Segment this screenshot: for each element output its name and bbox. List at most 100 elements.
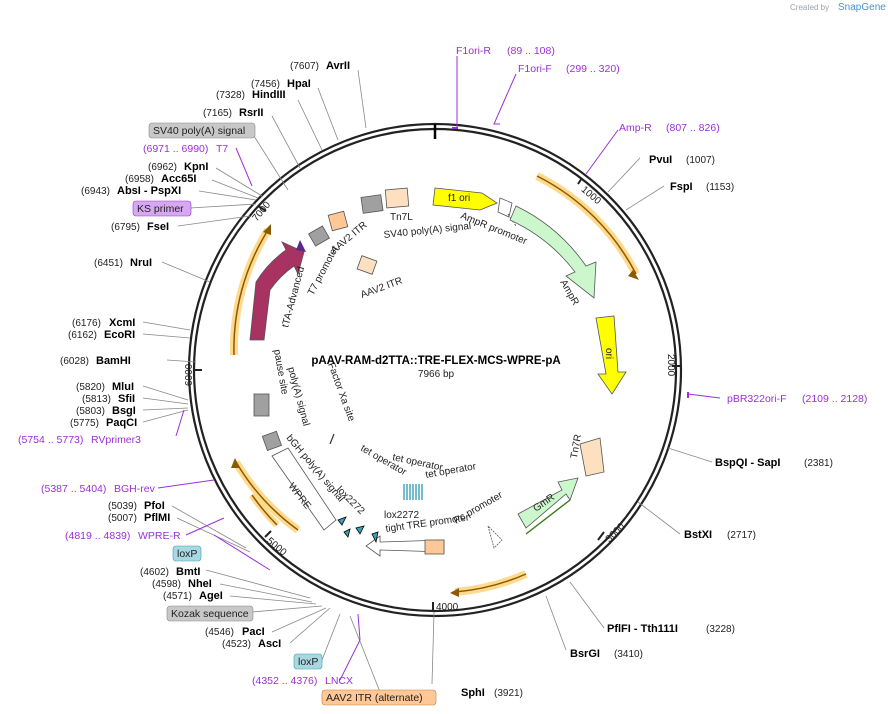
site-paci-name: PacI (242, 626, 265, 638)
polya-label: poly(A) signal (285, 366, 311, 427)
tn7l-label: Tn7L (390, 212, 413, 223)
site-agei-pos: (4571) (163, 591, 192, 602)
primer-f1ori-f-range: (299 .. 320) (566, 63, 620, 75)
primer-bgh-rev-name: BGH-rev (114, 483, 156, 495)
primer-f1ori-f-name: F1ori-F (518, 63, 552, 75)
primer-wpre-r-name: WPRE-R (138, 530, 181, 542)
primer-amp-r-range: (807 .. 826) (666, 122, 720, 134)
site-fsei-name: FseI (147, 221, 169, 233)
site-bsrgi-name: BsrGI (570, 648, 600, 660)
aav2-itr-label-2: AAV2 ITR (359, 276, 404, 301)
primer-wpre-r-range: (4819 .. 4839) (65, 530, 130, 542)
site-asci-pos: (4523) (222, 639, 251, 650)
t7-promoter-mark (296, 240, 306, 252)
box-aav2-itr-alternate: AAV2 ITR (alternate) (326, 692, 423, 704)
site-bsgi-pos: (5803) (76, 406, 105, 417)
ori-label: ori (603, 348, 614, 359)
primer-rvprimer3-name: RVprimer3 (91, 434, 141, 446)
tn7r-box (579, 437, 605, 477)
ampr-arrow (509, 205, 597, 299)
box-ks-primer: KS primer (137, 203, 184, 215)
site-hindiii-name: HindIII (252, 89, 286, 101)
site-mlui-pos: (5820) (76, 382, 105, 393)
primer-lncx-range: (4352 .. 4376) (252, 675, 317, 687)
site-rsrii-pos: (7165) (203, 108, 232, 119)
site-bmti-name: BmtI (176, 566, 200, 578)
site-avrii-pos: (7607) (290, 61, 319, 72)
f1-ori-label: f1 ori (448, 193, 470, 204)
site-pfoi-pos: (5039) (108, 501, 137, 512)
snapgene-logo: SnapGene (838, 2, 886, 13)
site-bamhi-name: BamHI (96, 355, 131, 367)
site-fsei-pos: (6795) (111, 222, 140, 233)
polya-pause-box (253, 393, 270, 417)
site-kpni-name: KpnI (184, 161, 208, 173)
site-bspqi-name: BspQI - SapI (715, 457, 780, 469)
tta-advanced-label: tTA-Advanced (280, 265, 307, 328)
plasmid-size: 7966 bp (418, 369, 455, 380)
site-xcmi-pos: (6176) (72, 318, 101, 329)
primer-pbr322-name: pBR322ori-F (727, 393, 787, 405)
gmr-arrow (517, 477, 579, 529)
outer-feature-arcs (229, 172, 640, 597)
tick-marks (194, 177, 680, 612)
site-xcmi-name: XcmI (109, 317, 135, 329)
site-pflfi-pos: (3228) (706, 624, 735, 635)
site-paci-pos: (4546) (205, 627, 234, 638)
site-bamhi-pos: (6028) (60, 356, 89, 367)
plasmid-name: pAAV-RAM-d2TTA::TRE-FLEX-MCS-WPRE-pA (311, 355, 560, 367)
site-nrui-name: NruI (130, 257, 152, 269)
aav2-itr-box-2 (356, 255, 378, 275)
site-nrui-pos: (6451) (94, 258, 123, 269)
aav2-itr-gray-box (308, 225, 330, 247)
site-sfii-pos: (5813) (82, 394, 111, 405)
box-loxp-1: loxP (177, 548, 197, 560)
tick-label-2000: 2000 (665, 354, 676, 377)
pc-promoter-mark (487, 524, 503, 549)
site-sfii-name: SfiI (118, 393, 135, 405)
primer-t7-name: T7 (216, 143, 228, 155)
primer-amp-r-name: Amp-R (619, 122, 652, 134)
site-hpai-name: HpaI (287, 78, 311, 90)
lox2272-label-1: lox2272 (384, 510, 419, 521)
site-bsgi-name: BsgI (112, 405, 136, 417)
wpre-arrow (271, 447, 337, 531)
tn7l-box (384, 187, 410, 209)
site-pfoi-name: PfoI (144, 500, 165, 512)
site-mlui-name: MluI (112, 381, 134, 393)
site-nhei-pos: (4598) (152, 579, 181, 590)
tetr-arrow (249, 241, 305, 341)
tick-label-4000: 4000 (436, 602, 459, 613)
site-ecori-name: EcoRI (104, 329, 135, 341)
box-loxp-2: loxP (298, 656, 318, 668)
tick-label-6000: 6000 (184, 363, 195, 386)
site-acc65i-name: Acc65I (161, 173, 196, 185)
aav2-itr-bottom-box (424, 539, 445, 555)
bgh-polya-box (261, 430, 283, 452)
tetr-label: TetR (268, 286, 284, 310)
site-absi-name: AbsI - PspXI (117, 185, 181, 197)
site-rsrii-name: RsrII (239, 107, 263, 119)
site-pvui-pos: (1007) (686, 155, 715, 166)
site-pflfi-name: PflFI - Tth111I (607, 623, 678, 635)
gmr-underline (525, 499, 571, 535)
f1-ori-arrow (432, 187, 498, 211)
site-sphi-name: SphI (461, 687, 485, 699)
factor-xa-mark (329, 433, 335, 445)
site-nhei-name: NheI (188, 578, 212, 590)
site-hpai-pos: (7456) (251, 79, 280, 90)
box-kozak: Kozak sequence (171, 608, 249, 620)
tick-label-3000: 3000 (604, 521, 628, 545)
site-bmti-pos: (4602) (140, 567, 169, 578)
site-ecori-pos: (6162) (68, 330, 97, 341)
tn7r-label: Tn7R (569, 433, 584, 459)
site-paqci-pos: (5775) (70, 418, 99, 429)
lox-sites (337, 516, 379, 544)
primer-bgh-rev-range: (5387 .. 5404) (41, 483, 106, 495)
left-site-labels: (7607) AvrII (7456) HpaI (7328) HindIII … (60, 60, 350, 650)
tick-label-5000: 5000 (264, 536, 288, 559)
site-asci-name: AscI (258, 638, 281, 650)
primer-labels: F1ori-R (89 .. 108) F1ori-F (299 .. 320)… (18, 45, 867, 687)
primer-t7-range: (6971 .. 6990) (143, 143, 208, 155)
site-hindiii-pos: (7328) (216, 90, 245, 101)
